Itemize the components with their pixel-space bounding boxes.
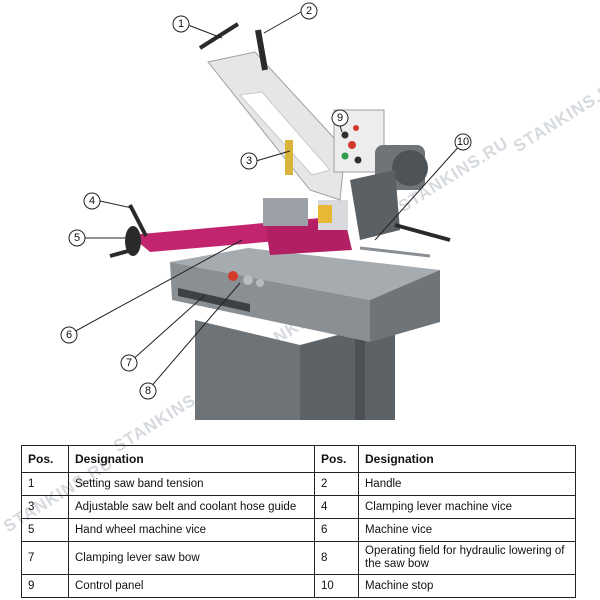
motor-end [392,150,428,186]
header-pos: Pos. [314,445,359,473]
control-button-red [353,125,359,131]
cell-designation: Machine stop [358,574,576,598]
cell-designation: Handle [358,472,576,496]
table-row: 7 Clamping lever saw bow 8 Operating fie… [21,541,576,575]
control-knob-grey [243,275,253,285]
cell-pos: 4 [314,495,359,519]
cell-pos: 9 [21,574,69,598]
callout-label: 1 [178,18,184,30]
callout-markers [60,2,472,400]
cell-pos: 5 [21,518,69,542]
callout-label: 6 [66,329,72,341]
control-button-green [341,152,349,160]
cell-pos: 1 [21,472,69,496]
table-row: 1 Setting saw band tension 2 Handle [21,472,576,496]
stand-door-slot [355,335,365,420]
cell-designation: Control panel [68,574,315,598]
header-pos: Pos. [21,445,69,473]
table-row: 9 Control panel 10 Machine stop [21,574,576,598]
callout-label: 7 [126,357,132,369]
callout-label: 10 [457,136,469,148]
cell-designation: Clamping lever saw bow [68,541,315,575]
stand-leg-right [300,320,395,420]
workpiece-clamp [318,205,332,223]
machine-stop-bar [394,223,451,242]
control-button [341,131,349,139]
machine-base-top [170,248,440,300]
table-header-row: Pos. Designation Pos. Designation [21,445,576,473]
cell-designation: Setting saw band tension [68,472,315,496]
cell-designation: Operating field for hydraulic lowering o… [358,541,576,575]
cell-pos: 7 [21,541,69,575]
header-designation: Designation [358,445,576,473]
cell-pos: 2 [314,472,359,496]
callout-label: 2 [306,5,312,17]
callout-label: 5 [74,232,80,244]
cell-designation: Adjustable saw belt and coolant hose gui… [68,495,315,519]
callout-label: 3 [246,155,252,167]
bandsaw-illustration: 1 2 3 4 5 6 7 8 9 10 [60,2,472,420]
cell-pos: 3 [21,495,69,519]
cell-pos: 10 [314,574,359,598]
cell-pos: 6 [314,518,359,542]
header-designation: Designation [68,445,315,473]
vice-jaw-plate [263,198,308,226]
control-button [354,156,362,164]
table-row: 5 Hand wheel machine vice 6 Machine vice [21,518,576,542]
band-guide [285,140,293,175]
clamping-lever-vice [128,204,148,237]
tension-handle [198,22,240,50]
machine-base-side [370,270,440,342]
stand-leg-left [195,320,300,420]
callout-label: 9 [337,112,343,124]
table-row: 3 Adjustable saw belt and coolant hose g… [21,495,576,519]
parts-table: Pos. Designation Pos. Designation 1 Sett… [21,445,576,598]
cell-designation: Clamping lever machine vice [358,495,576,519]
hand-wheel-handle [109,248,133,258]
cell-designation: Machine vice [358,518,576,542]
gearbox [350,170,400,240]
bow-handle [255,29,268,71]
chip-tray [178,288,250,312]
hand-wheel [125,226,141,256]
control-button-red [348,141,356,149]
cell-pos: 8 [314,541,359,575]
callout-label: 4 [89,195,95,207]
control-knob-grey [256,279,264,287]
cell-designation: Hand wheel machine vice [68,518,315,542]
machine-base-front [170,262,370,342]
machine-stop-rod [359,246,431,258]
control-knob-red [228,271,238,281]
callout-label: 8 [145,385,151,397]
